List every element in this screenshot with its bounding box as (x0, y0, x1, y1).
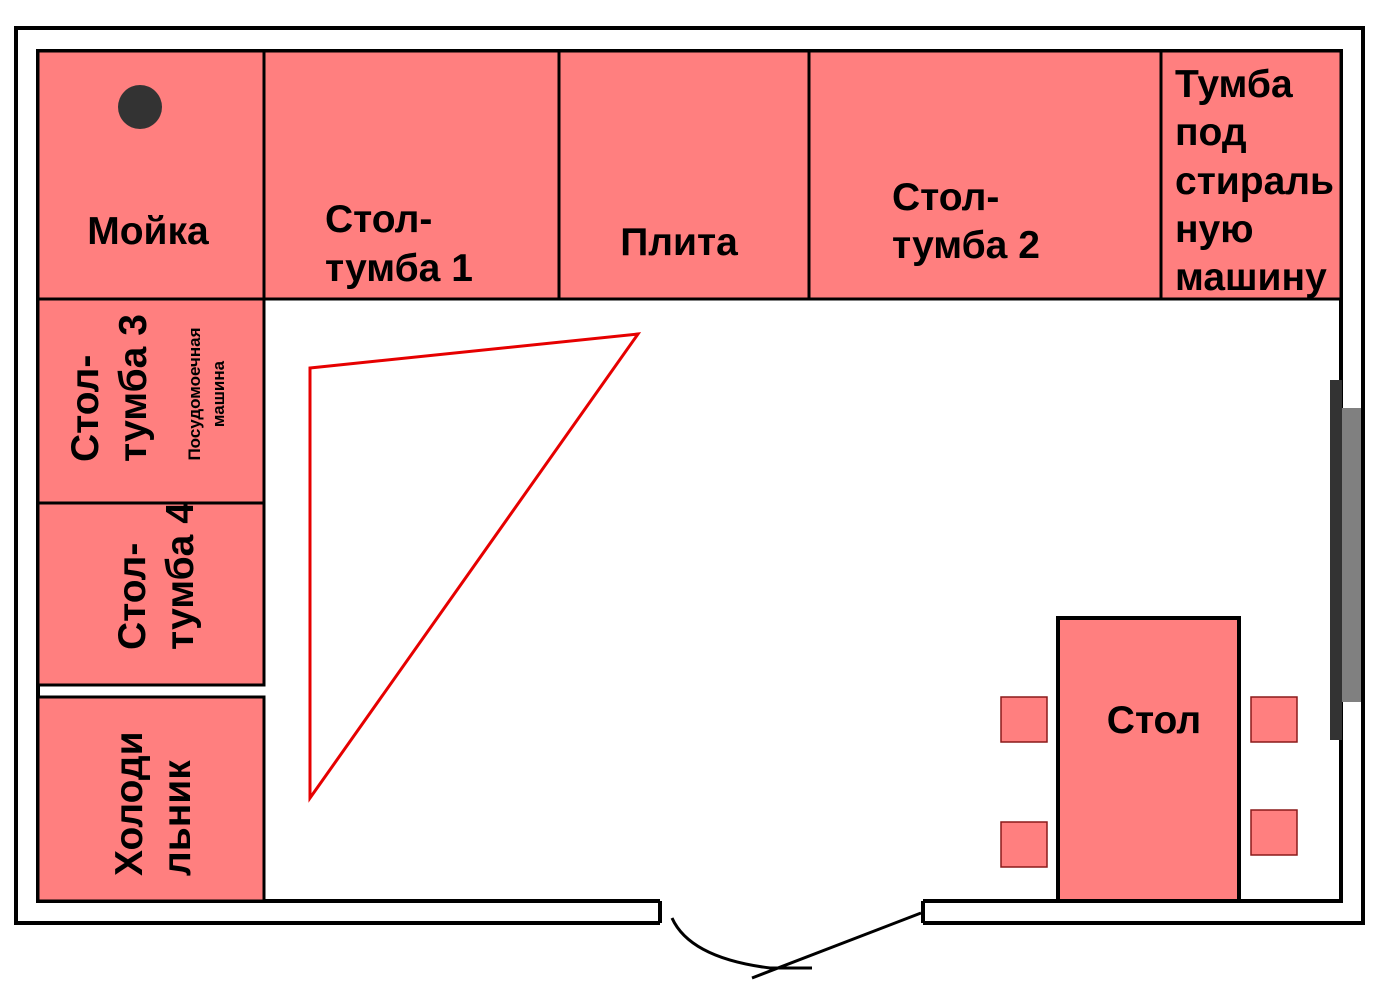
fridge-label-line1: Холоди (108, 731, 151, 876)
cabinet-4-label-line1: Стол- (111, 543, 154, 650)
dishwasher-label-line1: Посудомоечная (185, 327, 204, 460)
entrance-door[interactable] (670, 911, 922, 980)
chair-right-bottom[interactable] (1250, 809, 1298, 856)
cabinet-1-box (262, 49, 561, 301)
washer-label-line1: Тумба (1175, 63, 1293, 106)
washer-label-line3: стираль (1175, 160, 1334, 203)
window (1330, 380, 1361, 740)
washer-label-line2: под (1175, 111, 1247, 154)
window-glass (1342, 408, 1361, 702)
cabinet-2-label-line2: тумба 2 (892, 224, 1040, 267)
fridge-label-line2: льник (156, 760, 199, 876)
work-triangle (308, 332, 642, 803)
washer-label-line5: машину (1175, 256, 1327, 299)
cabinet-3-label-line2: тумба 3 (112, 314, 155, 462)
cabinet-2-label-line1: Стол- (892, 176, 999, 219)
cabinet-2[interactable]: Стол- тумба 2 (807, 49, 1163, 301)
cabinet-3-label-line1: Стол- (64, 355, 107, 462)
door-leaf (751, 911, 922, 980)
window-frame (1330, 380, 1342, 740)
washer-cabinet-box (1159, 49, 1343, 301)
cabinet-1-label-line1: Стол- (325, 198, 432, 241)
washer-cabinet[interactable]: Тумба под стираль ную машину (1159, 49, 1343, 301)
cabinet-3-box (36, 297, 266, 505)
table-top (1056, 616, 1241, 903)
table-label: Стол (1107, 699, 1201, 742)
sink-drain-icon (118, 85, 162, 129)
dishwasher-label-line2: машина (209, 360, 228, 427)
stove-label: Плита (620, 221, 738, 264)
door-swing-arc (670, 917, 812, 970)
cabinet-1[interactable]: Стол- тумба 1 (262, 49, 561, 301)
sink-label: Мойка (87, 210, 209, 253)
sink-unit[interactable]: Мойка (36, 49, 266, 301)
dining-table[interactable]: Стол (1056, 616, 1241, 903)
chair-right-top[interactable] (1250, 696, 1298, 743)
chair-left-bottom[interactable] (1000, 821, 1048, 868)
cabinet-3[interactable]: Стол- тумба 3 Посудомоечная машина (36, 297, 266, 505)
cabinet-4-box (36, 501, 266, 687)
cabinet-4-label-line2: тумба 4 (159, 502, 202, 650)
outer-wall (14, 26, 1365, 925)
stove-box (557, 49, 811, 301)
cabinet-1-label-line2: тумба 1 (325, 247, 473, 290)
fridge[interactable]: Холоди льник (36, 695, 266, 903)
cabinet-4[interactable]: Стол- тумба 4 (36, 501, 266, 687)
washer-label-line4: ную (1175, 208, 1254, 251)
stove[interactable]: Плита (557, 49, 811, 301)
chair-left-top[interactable] (1000, 696, 1048, 743)
fridge-box (36, 695, 266, 903)
cabinet-2-box (807, 49, 1163, 301)
